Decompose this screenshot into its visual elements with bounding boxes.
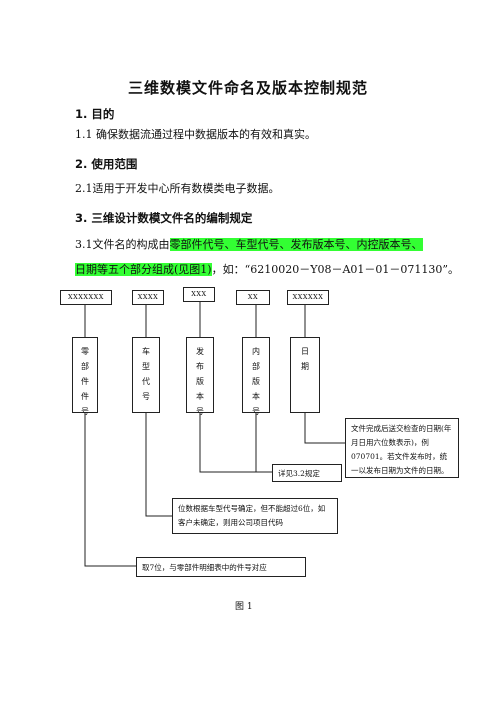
vehicle-code-note: 位数根据车型代号确定，但不能超过6位，如客户未确定，则用公司项目代码 [172, 498, 338, 534]
section-2-heading: 2. 使用范围 [75, 157, 138, 171]
paragraph-suffix: ，如：“6210020－Y08－A01－01－071130”。 [211, 263, 460, 276]
page-title: 三维数模文件命名及版本控制规范 [127, 79, 368, 97]
figure-caption: 图 1 [235, 602, 253, 612]
section-1-heading: 1. 目的 [75, 107, 115, 121]
version-rule-note: 详见3.2规定 [272, 464, 342, 482]
part-code-box: XXXXXXX [60, 290, 112, 305]
part-number-label: 零 部 件 件 号 [72, 337, 98, 416]
paragraph-prefix: 3.1文件名的构成由 [75, 238, 170, 251]
internal-version-label: 内 部 版 本 号 [242, 337, 270, 416]
internal-version-code-box: XX [236, 290, 270, 305]
part-number-note: 取7位，与零部件明细表中的件号对应 [136, 557, 306, 577]
date-code-box: XXXXXX [287, 290, 329, 305]
date-note: 文件完成后送交检查的日期(年月日用六位数表示)，例070701。若文件发布时，统… [345, 418, 459, 478]
date-label: 日 期 [290, 337, 320, 413]
section-3-paragraph-line-1: 3.1文件名的构成由零部件代号、车型代号、发布版本号、内控版本号、 [75, 236, 423, 252]
release-version-label: 发 布 版 本 号 [186, 337, 214, 416]
release-version-code-box: XXX [183, 287, 215, 302]
highlighted-text: 零部件代号、车型代号、发布版本号、内控版本号、 [169, 238, 423, 251]
section-3-heading: 3. 三维设计数模文件名的编制规定 [75, 211, 253, 225]
section-1-text: 1.1 确保数据流通过程中数据版本的有效和真实。 [75, 128, 316, 141]
section-3-paragraph-line-2: 日期等五个部分组成(见图1)，如：“6210020－Y08－A01－01－071… [75, 261, 459, 277]
highlighted-text: 日期等五个部分组成(见图1) [75, 263, 212, 276]
vehicle-code-label: 车 型 代 号 [132, 337, 160, 413]
section-2-text: 2.1适用于开发中心所有数模类电子数据。 [75, 182, 280, 195]
vehicle-code-box: XXXX [132, 290, 164, 305]
